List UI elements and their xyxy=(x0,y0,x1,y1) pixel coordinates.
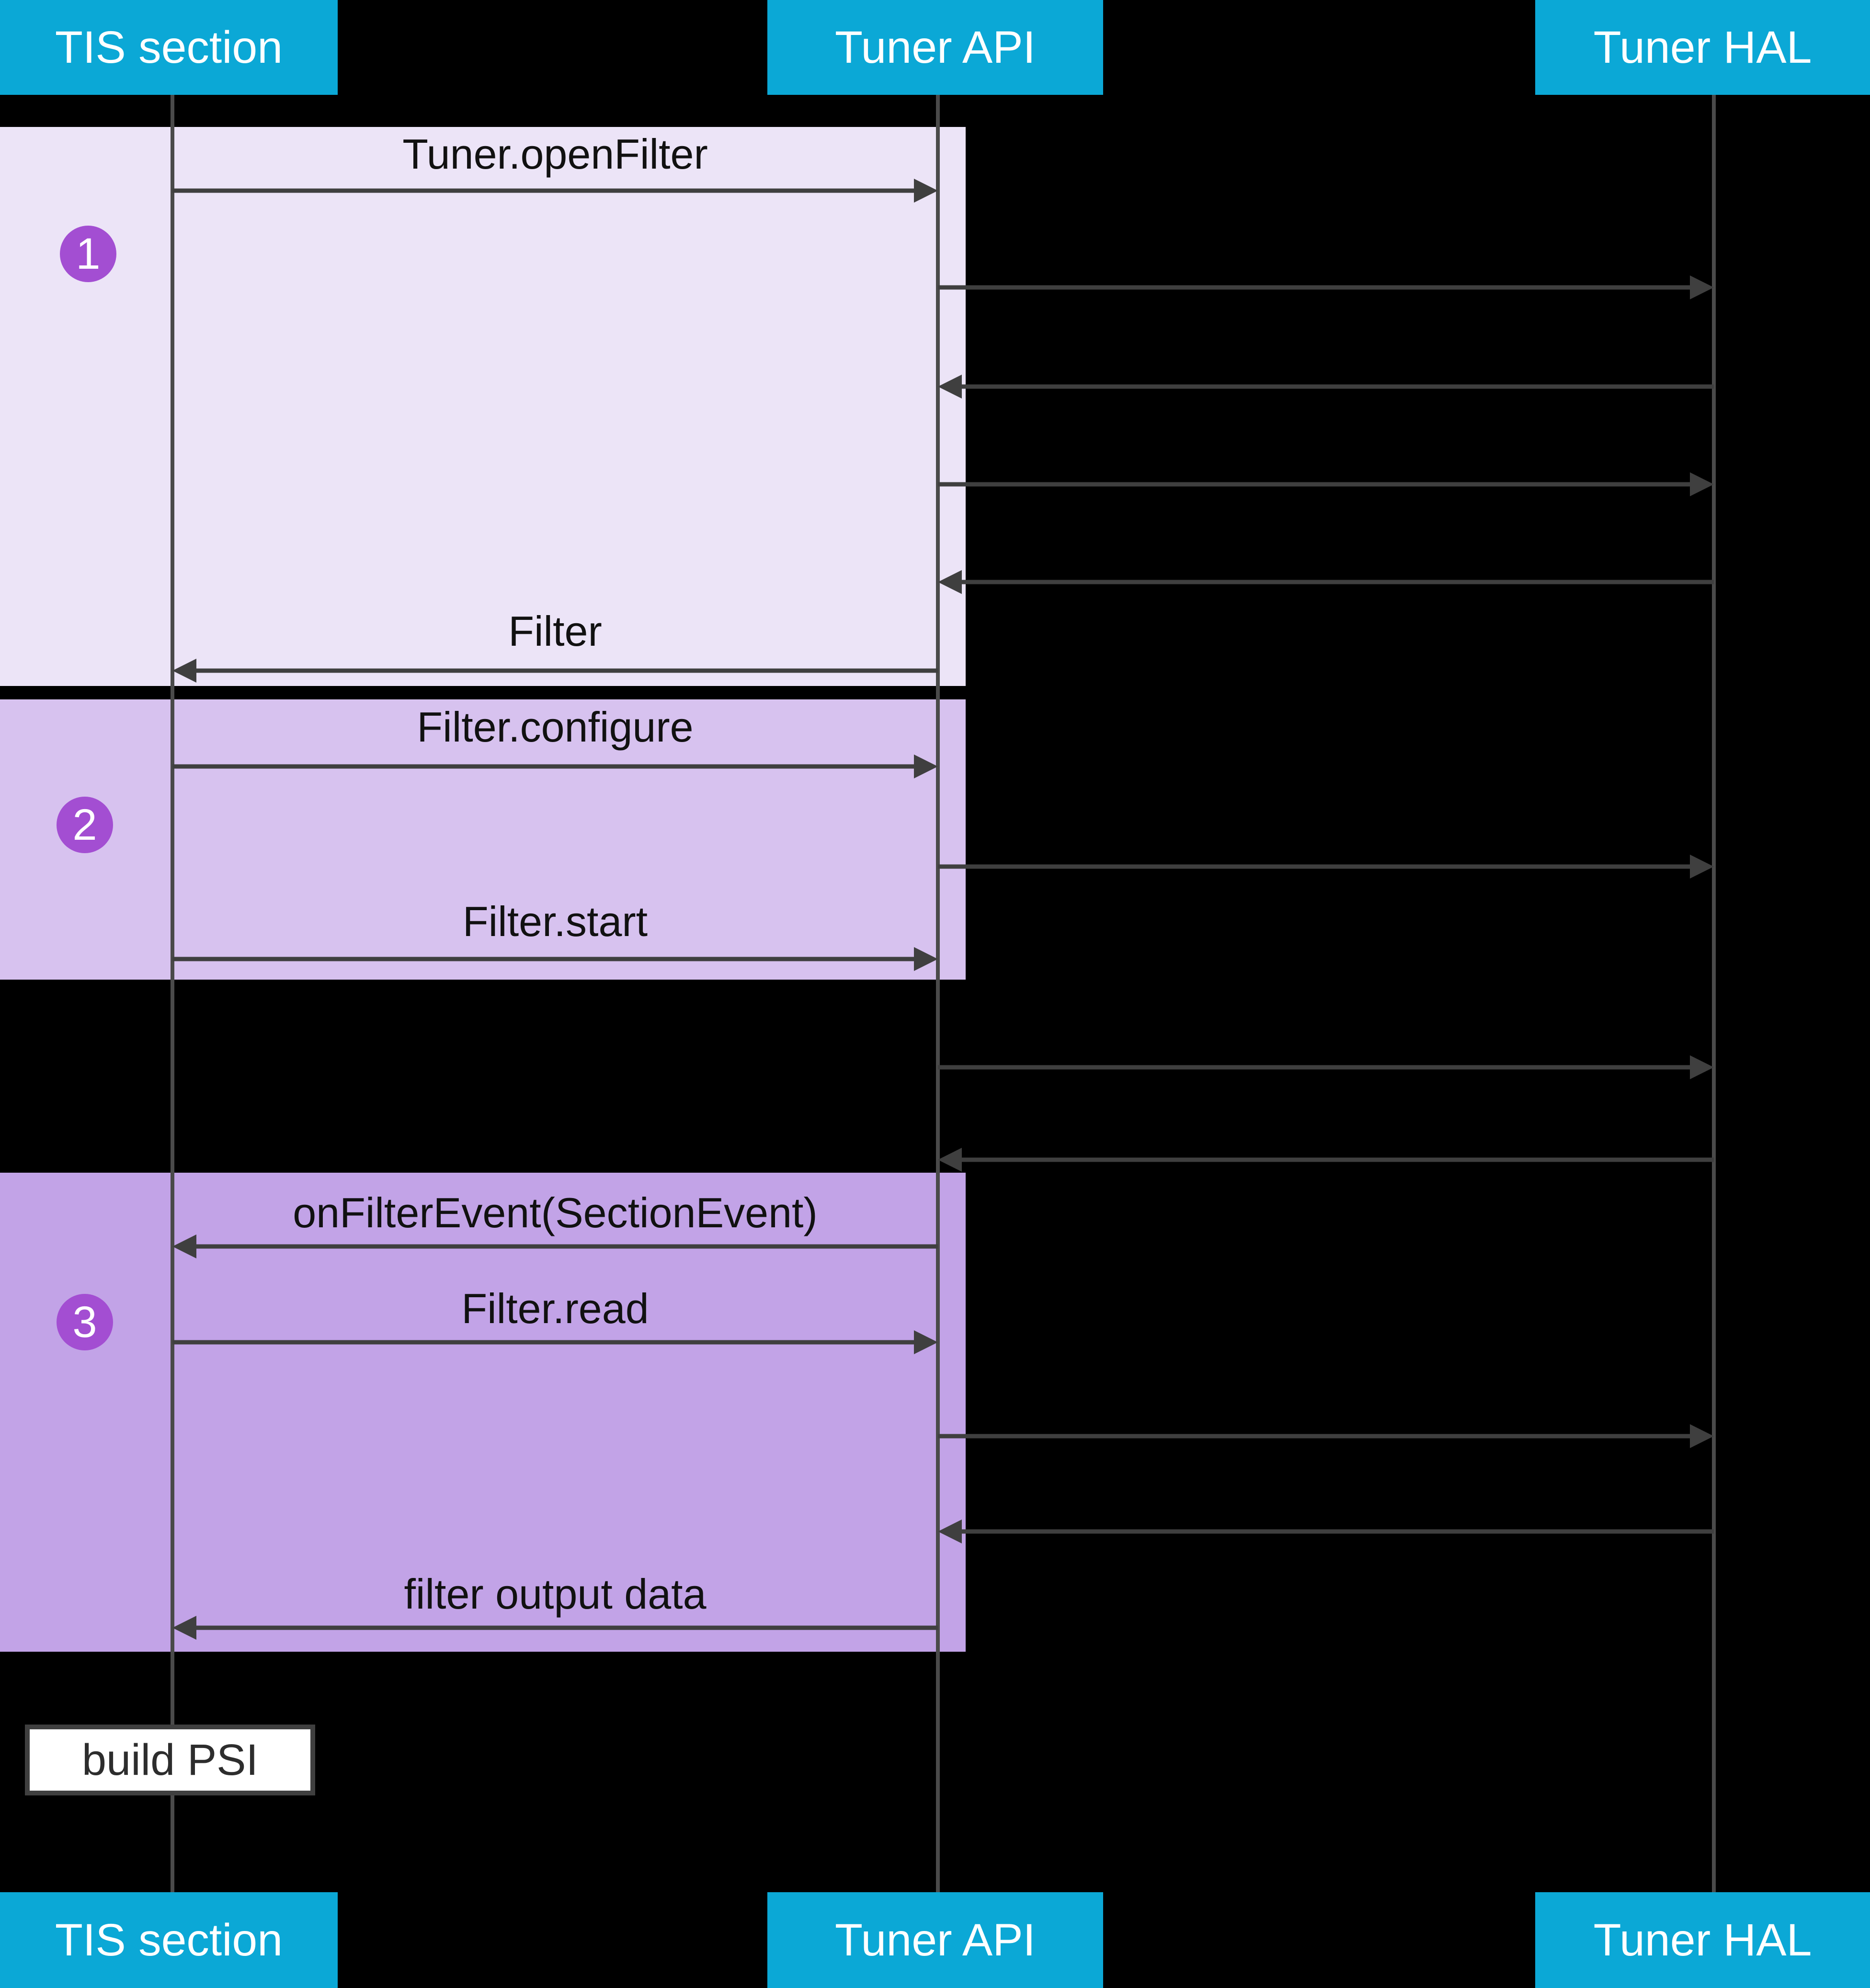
arrowhead-icon xyxy=(172,1234,196,1258)
arrow-filter-return xyxy=(172,659,938,683)
message-label-tuner-openfilter: Tuner.openFilter xyxy=(402,130,708,178)
step-number: 2 xyxy=(72,800,97,849)
participant-label: TIS section xyxy=(55,1914,283,1965)
participant-label: Tuner HAL xyxy=(1593,22,1812,73)
arrow-api-to-hal-read xyxy=(938,1424,1714,1448)
participant-header-tuner-api-top: Tuner API xyxy=(767,0,1103,95)
arrow-filter-read xyxy=(172,1330,938,1354)
lifeline-tuner-hal xyxy=(1712,95,1716,1892)
participant-label: Tuner HAL xyxy=(1593,1914,1812,1965)
participant-header-tuner-api-bottom: Tuner API xyxy=(767,1892,1103,1988)
arrow-hal-to-api-event xyxy=(938,1148,1714,1172)
arrow-api-to-hal-open xyxy=(938,275,1714,299)
participant-label: TIS section xyxy=(55,22,283,73)
lifeline-tis-section xyxy=(171,95,174,1892)
arrow-hal-to-api-data xyxy=(938,1520,1714,1543)
participant-label: Tuner API xyxy=(835,1914,1036,1965)
step-group-1-box xyxy=(0,127,966,686)
step-badge-3: 3 xyxy=(57,1294,113,1350)
message-label-filter-configure: Filter.configure xyxy=(417,703,694,751)
arrowhead-icon xyxy=(938,570,962,594)
arrow-api-to-hal-open-2 xyxy=(938,472,1714,496)
arrowhead-icon xyxy=(172,659,196,683)
participant-header-tuner-hal-top: Tuner HAL xyxy=(1535,0,1870,95)
arrowhead-icon xyxy=(938,375,962,399)
arrow-api-to-hal-start xyxy=(938,1055,1714,1079)
step-badge-2: 2 xyxy=(57,797,113,853)
message-label-filter-output-data: filter output data xyxy=(404,1570,707,1618)
lifeline-tuner-api xyxy=(936,95,940,1892)
participant-header-tis-section-bottom: TIS section xyxy=(0,1892,338,1988)
message-label-filter-return: Filter xyxy=(508,607,602,655)
arrowhead-icon xyxy=(1690,472,1714,496)
arrowhead-icon xyxy=(914,1330,938,1354)
arrowhead-icon xyxy=(938,1148,962,1172)
arrow-hal-to-api-open-return-2 xyxy=(938,570,1714,594)
arrowhead-icon xyxy=(1690,855,1714,879)
arrowhead-icon xyxy=(1690,1424,1714,1448)
arrowhead-icon xyxy=(1690,1055,1714,1079)
step-group-3-box xyxy=(0,1173,966,1652)
message-label-filter-start: Filter.start xyxy=(462,898,648,945)
note-build-psi: build PSI xyxy=(25,1725,315,1795)
arrow-filter-configure xyxy=(172,754,938,778)
arrowhead-icon xyxy=(1690,275,1714,299)
arrow-filter-output-data xyxy=(172,1616,938,1640)
message-label-filter-read: Filter.read xyxy=(461,1285,649,1332)
arrowhead-icon xyxy=(938,1520,962,1543)
participant-header-tis-section-top: TIS section xyxy=(0,0,338,95)
arrow-filter-start xyxy=(172,947,938,971)
arrowhead-icon xyxy=(914,754,938,778)
arrowhead-icon xyxy=(914,947,938,971)
step-number: 1 xyxy=(76,229,101,278)
step-number: 3 xyxy=(72,1297,97,1347)
arrowhead-icon xyxy=(172,1616,196,1640)
arrow-tuner-openfilter xyxy=(172,179,938,203)
arrow-api-to-hal-configure xyxy=(938,855,1714,879)
participant-header-tuner-hal-bottom: Tuner HAL xyxy=(1535,1892,1870,1988)
step-badge-1: 1 xyxy=(60,226,116,282)
arrow-on-filter-event xyxy=(172,1234,938,1258)
arrowhead-icon xyxy=(914,179,938,203)
arrow-hal-to-api-open-return xyxy=(938,375,1714,399)
participant-label: Tuner API xyxy=(835,22,1036,73)
note-label: build PSI xyxy=(81,1735,259,1784)
step-group-2-box xyxy=(0,699,966,980)
message-label-on-filter-event: onFilterEvent(SectionEvent) xyxy=(293,1189,818,1236)
